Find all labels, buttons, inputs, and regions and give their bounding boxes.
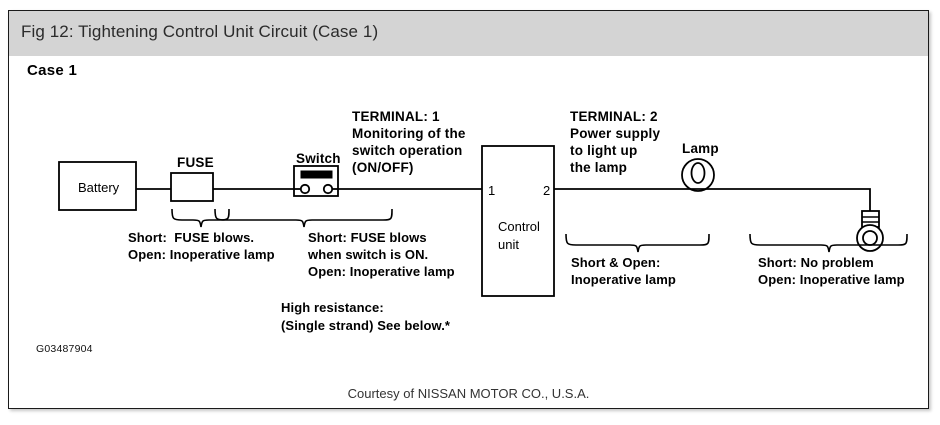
note-battery-fuse-line2: Open: Inoperative lamp bbox=[128, 247, 275, 262]
lamp-label: Lamp bbox=[682, 141, 719, 156]
switch-lever bbox=[300, 170, 333, 179]
note-fuse-switch-line1: Short: FUSE blows bbox=[308, 230, 427, 245]
control-unit-label-line2: unit bbox=[498, 237, 519, 252]
ground-ring-inner bbox=[862, 230, 878, 246]
terminal2-note-line2: Power supply bbox=[570, 126, 661, 141]
fuse-label: FUSE bbox=[177, 155, 214, 170]
figure-title: Fig 12: Tightening Control Unit Circuit … bbox=[21, 22, 379, 41]
case-label: Case 1 bbox=[27, 62, 78, 79]
note-high-resistance-line2: (Single strand) See below.* bbox=[281, 318, 451, 333]
terminal1-note-line1: TERMINAL: 1 bbox=[352, 109, 440, 124]
wire-lamp-ground bbox=[715, 188, 871, 211]
note-fuse-switch-line3: Open: Inoperative lamp bbox=[308, 264, 455, 279]
terminal2-note-line4: the lamp bbox=[570, 160, 628, 175]
note-control-lamp-line1: Short & Open: bbox=[571, 255, 661, 270]
battery-label: Battery bbox=[78, 180, 120, 195]
terminal2-note-line1: TERMINAL: 2 bbox=[570, 109, 658, 124]
terminal2-note-line3: to light up bbox=[570, 143, 638, 158]
brace-lamp-ground bbox=[749, 233, 908, 253]
battery-box bbox=[58, 161, 137, 211]
switch-terminal-right bbox=[322, 183, 334, 195]
terminal1-note-line3: switch operation bbox=[352, 143, 463, 158]
courtesy-text: Courtesy of NISSAN MOTOR CO., U.S.A. bbox=[347, 386, 590, 401]
note-lamp-ground-line1: Short: No problem bbox=[758, 255, 874, 270]
terminal1-note-line4: (ON/OFF) bbox=[352, 160, 414, 175]
note-fuse-switch-line2: when switch is ON. bbox=[308, 247, 429, 262]
image-code: G03487904 bbox=[36, 343, 93, 355]
fuse-box bbox=[170, 172, 214, 202]
control-unit-box bbox=[481, 145, 555, 297]
brace-fuse-switch bbox=[214, 208, 393, 228]
diagram-canvas: Case 1 Battery FUSE Switch Lamp TERMINAL… bbox=[9, 56, 928, 410]
note-high-resistance-line1: High resistance: bbox=[281, 300, 384, 315]
control-unit-terminal-1: 1 bbox=[488, 183, 496, 198]
terminal1-note-line2: Monitoring of the bbox=[352, 126, 466, 141]
brace-battery-fuse bbox=[171, 208, 230, 228]
switch-label: Switch bbox=[296, 151, 341, 166]
lamp-filament bbox=[690, 162, 706, 184]
note-lamp-ground-line2: Open: Inoperative lamp bbox=[758, 272, 905, 287]
note-battery-fuse-line1: Short: FUSE blows. bbox=[128, 230, 255, 245]
switch-body bbox=[293, 165, 339, 197]
note-control-lamp-line2: Inoperative lamp bbox=[571, 272, 676, 287]
switch-terminal-left bbox=[299, 183, 311, 195]
brace-control-lamp bbox=[565, 233, 710, 253]
control-unit-terminal-2: 2 bbox=[543, 183, 551, 198]
figure-header-bar: Fig 12: Tightening Control Unit Circuit … bbox=[9, 11, 928, 56]
figure-panel: Fig 12: Tightening Control Unit Circuit … bbox=[8, 10, 929, 409]
circuit-schematic bbox=[58, 145, 908, 297]
control-unit-label-line1: Control bbox=[498, 219, 540, 234]
